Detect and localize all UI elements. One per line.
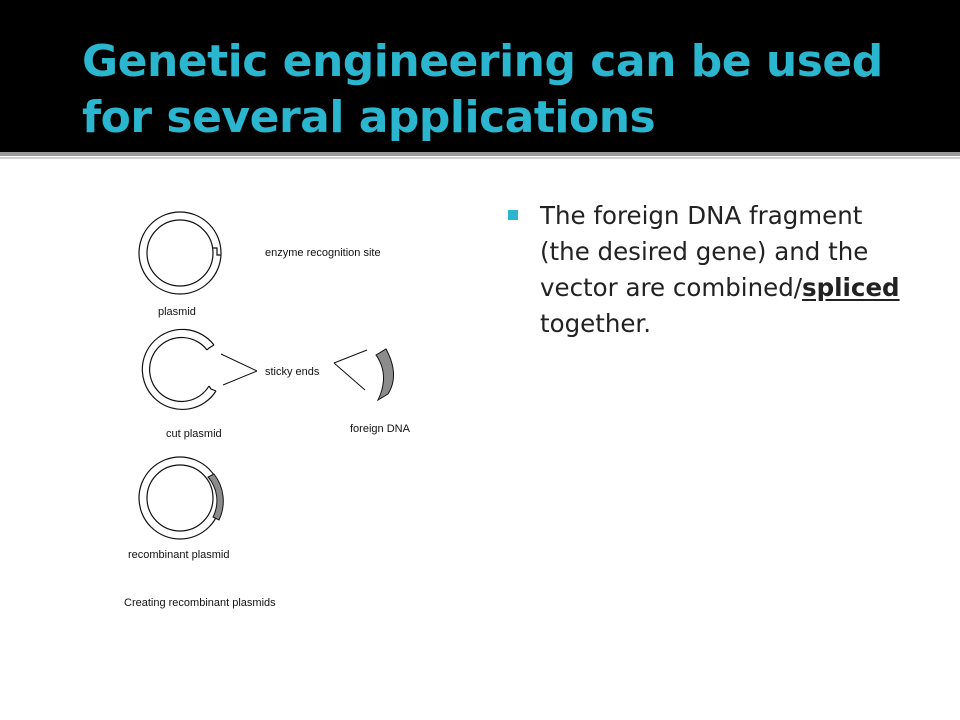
diagram-svg: plasmid enzyme recognition site cut plas… <box>124 211 411 609</box>
sticky-ends-pointers <box>220 349 368 391</box>
bullet-item: The foreign DNA fragment (the desired ge… <box>540 198 900 342</box>
cut-plasmid-ring <box>141 328 217 410</box>
title-divider <box>0 152 960 156</box>
bullet-emphasis-spliced: spliced <box>802 273 900 302</box>
diagram-caption: Creating recombinant plasmids <box>124 597 276 609</box>
bullet-square-icon <box>508 210 518 220</box>
recombinant-plasmid-ring <box>138 456 224 540</box>
bullet-text-end: together. <box>540 309 652 338</box>
label-foreign-dna: foreign DNA <box>350 423 411 435</box>
label-recombinant-plasmid: recombinant plasmid <box>128 549 230 561</box>
slide-title: Genetic engineering can be used for seve… <box>82 36 883 143</box>
label-cut-plasmid: cut plasmid <box>166 428 222 440</box>
foreign-dna-fragment <box>375 348 394 402</box>
bullet-text-main: The foreign DNA fragment (the desired ge… <box>540 201 869 302</box>
label-enzyme-recognition-site: enzyme recognition site <box>265 247 381 259</box>
label-plasmid: plasmid <box>158 306 196 318</box>
plasmid-ring <box>138 211 222 295</box>
label-sticky-ends: sticky ends <box>265 366 320 378</box>
recombinant-plasmid-diagram: plasmid enzyme recognition site cut plas… <box>110 195 440 620</box>
title-bar: Genetic engineering can be used for seve… <box>0 0 960 152</box>
title-divider-shadow <box>0 157 960 159</box>
